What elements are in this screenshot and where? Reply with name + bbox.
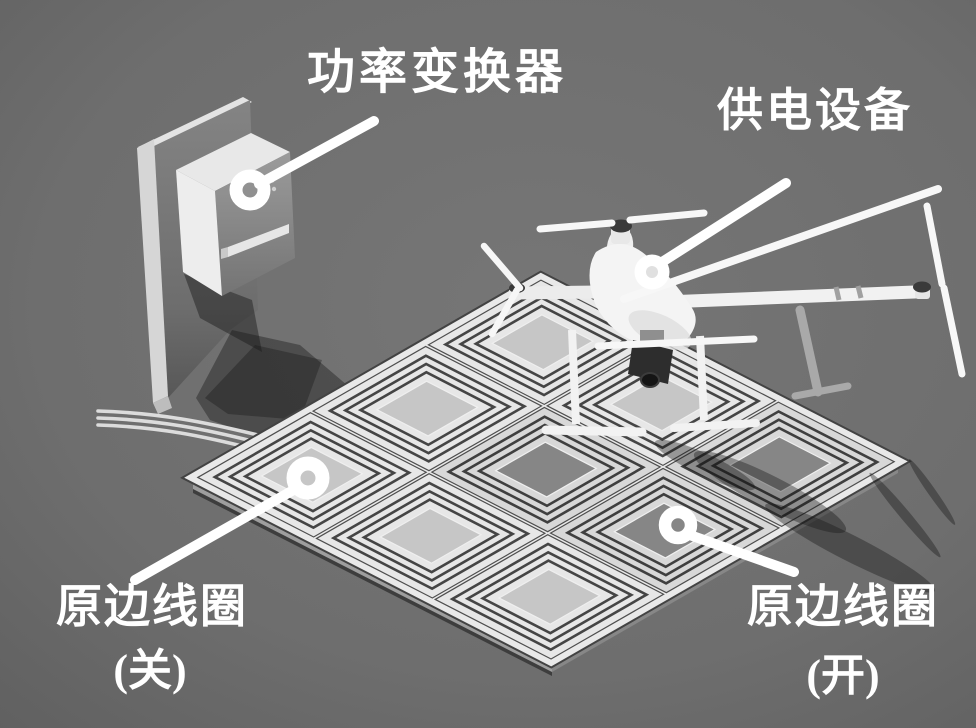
label-coil-off-line1: 原边线圈 [56,581,248,632]
coil-center-plate [611,376,712,431]
coil-winding [598,494,731,567]
coil-winding [698,420,862,509]
coil-winding [583,486,747,575]
coil-winding [330,356,524,462]
marker-coil-off [286,456,330,500]
coil-winding [568,478,762,584]
coil-winding [479,433,612,506]
coil-winding [464,425,628,514]
motor-cap [610,219,632,233]
label-power-converter: 功率变换器 [307,46,567,99]
drone-shadow [654,439,956,593]
led-indicator [271,186,277,192]
propellers [480,185,966,378]
drone-far-leg [795,305,823,397]
coil-winding [361,372,494,445]
drone-leg [568,329,580,425]
converter-slot-cap [221,247,228,259]
coil-winding [452,544,646,650]
arm-stripe [855,285,864,299]
drone-skid [670,419,760,432]
leader-coil-off [130,483,302,585]
camera-lens [640,372,660,388]
leader-power-converter [254,116,379,189]
drone [480,185,966,437]
coil-winding [449,417,643,523]
leader-power-supply [654,178,791,269]
leader-coil-on [682,529,799,577]
camera-body [628,340,673,384]
converter-box-top [176,133,290,191]
coil-winding [445,289,639,395]
wall-base [153,396,172,414]
converter-slot [228,224,289,257]
wall-top-edge [138,97,252,153]
drone-far-skid [791,382,852,400]
marker-power-supply-center [646,266,658,278]
marker-power-converter [229,169,271,211]
coil-center-plate [377,381,478,436]
drone-arm-right [658,285,922,309]
label-coil-on-line2: (开) [806,651,879,700]
coil-winding [483,561,616,634]
label-power-supply: 供电设备 [717,85,913,136]
coil-center-plate [492,315,593,370]
pad-edge-shadowline [193,489,552,676]
coil-winding [468,552,632,641]
label-coil-on-line1: 原边线圈 [747,581,939,632]
wall-shadow-core [205,345,322,420]
drone-arm-left [508,285,607,300]
coil-winding [345,364,509,453]
coil-center-plate [499,569,600,624]
coil-winding [349,491,513,580]
drone-skid [541,425,647,437]
coil-winding [364,500,497,573]
arm-stripe [833,286,842,301]
coil-winding [334,483,528,589]
box-cast-shadow [184,274,262,352]
drone-leg [696,335,708,421]
marker-coil-on [658,505,698,545]
coil-center-plate-active [496,442,597,497]
coil-winding [683,411,877,517]
coil-center-plate [380,508,481,563]
coil-winding [595,367,728,440]
motor-cap [913,281,931,293]
converter-box-side [176,170,222,296]
wall-side [137,139,168,403]
coil-center-plate-active [730,437,831,492]
callout-lines [130,116,799,585]
label-coil-off-line2: (关) [113,646,186,695]
coil-winding [713,428,846,501]
